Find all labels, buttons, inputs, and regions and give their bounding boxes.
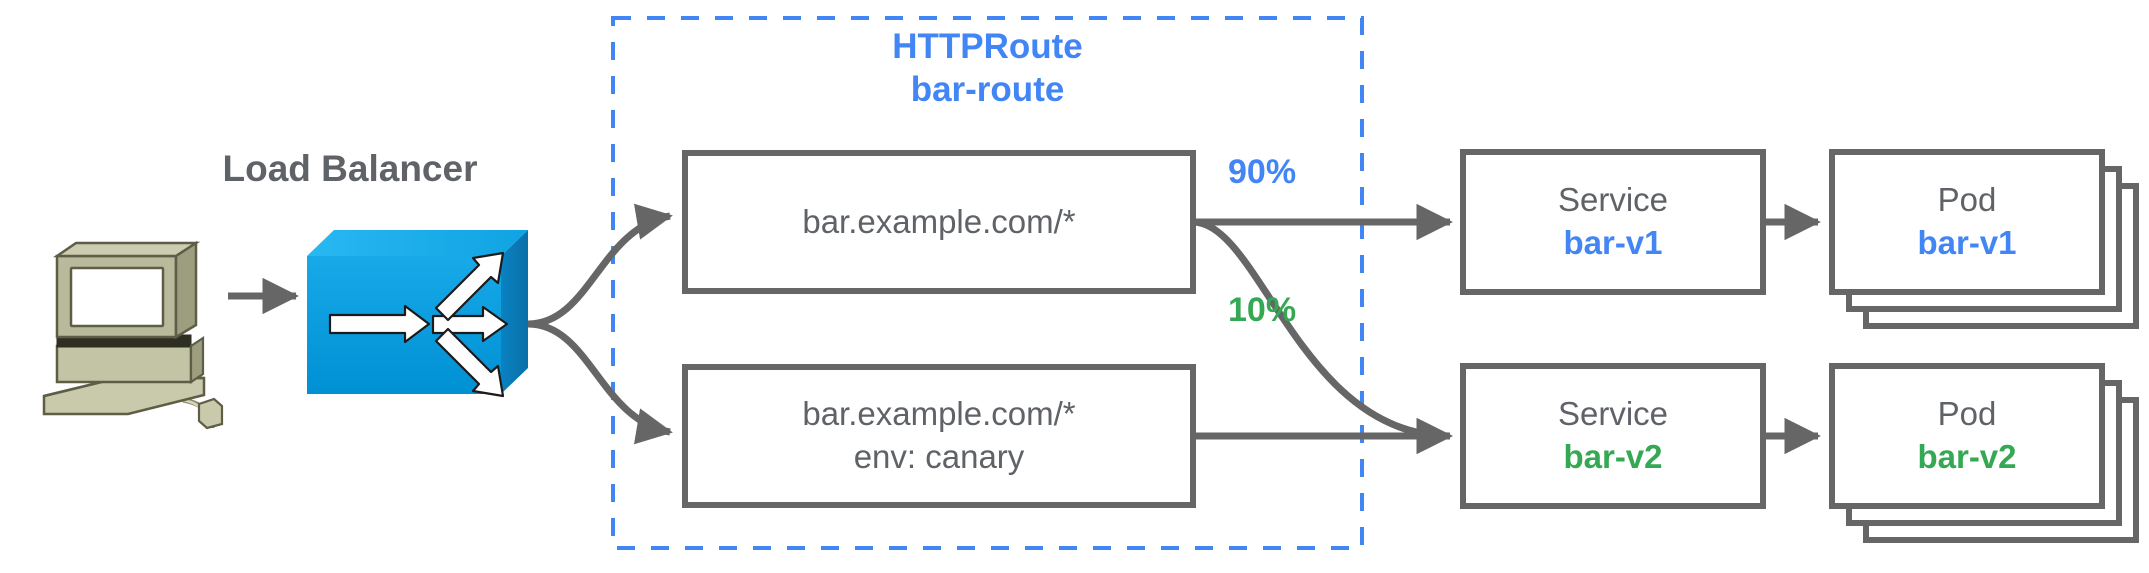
service-box-bar-v1 bbox=[1460, 149, 1766, 295]
service-bar-v2-text: Service bar-v2 bbox=[1463, 366, 1763, 506]
weight-label-primary: 90% bbox=[1228, 153, 1297, 191]
pod-replica-1 bbox=[1829, 149, 2105, 295]
pod-stack-bar-v1 bbox=[1829, 149, 2139, 329]
edge-lb-to-rule-2 bbox=[527, 320, 673, 445]
pod-kind-label: Pod bbox=[1937, 395, 1997, 433]
service-kind-label: Service bbox=[1557, 395, 1669, 433]
service-name-label: bar-v2 bbox=[1563, 438, 1663, 475]
pod-bar-v2-text: Pod bar-v2 bbox=[1832, 366, 2102, 506]
httproute-group-border bbox=[611, 16, 1364, 550]
httproute-group-title: HTTPRoute bar-route bbox=[613, 26, 1362, 111]
rule-box-2 bbox=[682, 364, 1196, 508]
service-bar-v1-text: Service bar-v1 bbox=[1463, 152, 1763, 292]
service-name-label: bar-v1 bbox=[1563, 224, 1663, 261]
load-balancer-icon bbox=[307, 230, 528, 398]
pod-stack-bar-v2 bbox=[1829, 363, 2139, 543]
rule-box-1 bbox=[682, 150, 1196, 294]
httproute-name-label: bar-route bbox=[910, 69, 1065, 109]
edge-rule1-to-service-v2 bbox=[1192, 218, 1453, 455]
rule-2-text: bar.example.com/* env: canary bbox=[685, 367, 1193, 505]
edge-lb-to-rule-1 bbox=[527, 203, 673, 328]
pod-name-label: bar-v2 bbox=[1917, 438, 2017, 475]
pod-kind-label: Pod bbox=[1937, 181, 1997, 219]
service-kind-label: Service bbox=[1557, 181, 1669, 219]
rule-1-text: bar.example.com/* bbox=[685, 153, 1193, 291]
rule-1-line-1: bar.example.com/* bbox=[802, 202, 1076, 240]
pod-name-label: bar-v1 bbox=[1917, 224, 2017, 261]
rule-2-line-2: env: canary bbox=[853, 438, 1025, 475]
weight-label-canary: 10% bbox=[1228, 291, 1297, 329]
pod-bar-v1-text: Pod bar-v1 bbox=[1832, 152, 2102, 292]
service-box-bar-v2 bbox=[1460, 363, 1766, 509]
pod-replica-1 bbox=[1829, 363, 2105, 509]
rule-2-line-1: bar.example.com/* bbox=[802, 395, 1076, 433]
load-balancer-title: Load Balancer bbox=[222, 148, 478, 189]
httproute-kind-label: HTTPRoute bbox=[892, 27, 1083, 66]
desktop-computer-icon bbox=[42, 240, 224, 430]
